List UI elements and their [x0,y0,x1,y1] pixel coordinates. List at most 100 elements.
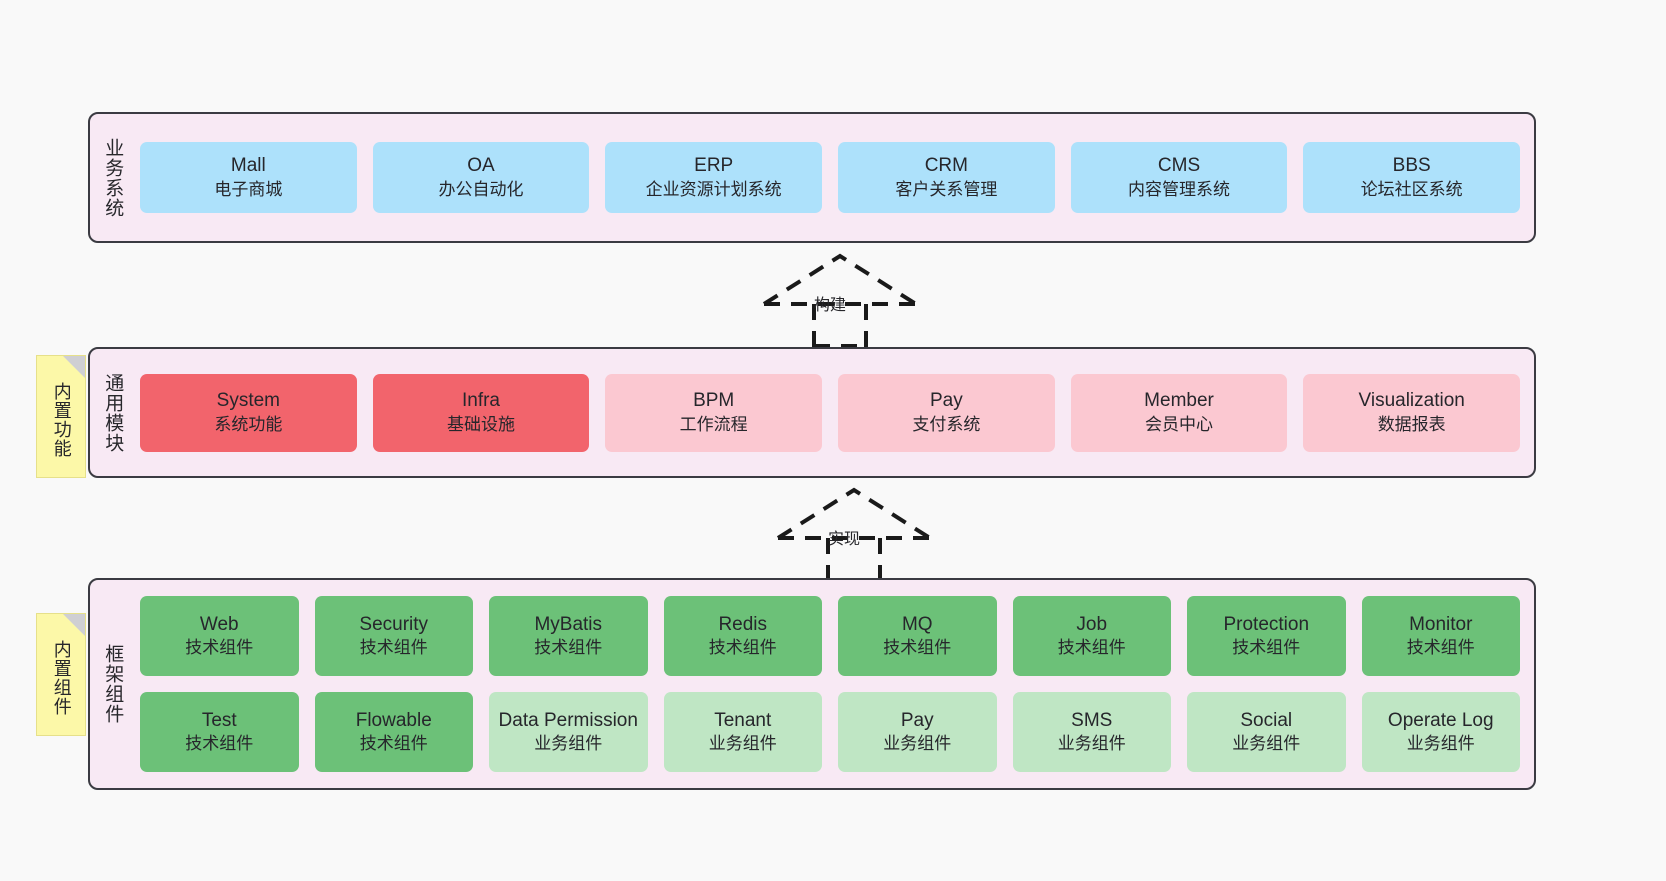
node-operate-log-desc: 业务组件 [1406,734,1475,754]
framework-components-row-business: Test 技术组件 Flowable 技术组件 Data Permission … [140,692,1520,772]
node-redis-name: Redis [718,613,768,635]
node-flowable[interactable]: Flowable 技术组件 [314,692,473,772]
node-infra-desc: 基础设施 [447,414,515,434]
node-test-desc: 技术组件 [185,734,254,754]
node-cms[interactable]: CMS 内容管理系统 [1070,142,1288,213]
node-crm-desc: 客户关系管理 [895,179,998,199]
node-social-name: Social [1240,709,1293,731]
layer-framework-components: 框架组件 Web 技术组件 Security 技术组件 MyBatis 技术组件… [88,578,1536,790]
node-operate-log-name: Operate Log [1387,709,1494,731]
node-social[interactable]: Social 业务组件 [1187,692,1346,772]
generalization-arrow-build: 构建 [752,252,928,348]
node-infra[interactable]: Infra 基础设施 [372,373,590,452]
node-oa-desc: 办公自动化 [438,179,524,199]
note-builtin-functions-label: 内置功能 [51,381,72,458]
node-mall-name: Mall [230,155,266,177]
node-sms-name: SMS [1071,709,1113,731]
node-mybatis-name: MyBatis [534,613,603,635]
node-flowable-name: Flowable [355,709,432,731]
node-infra-name: Infra [461,390,501,412]
node-bbs-name: BBS [1392,155,1431,177]
node-redis-desc: 技术组件 [708,638,777,658]
node-visualization-name: Visualization [1358,390,1465,412]
layer-business-systems-body: Mall 电子商城 OA 办公自动化 ERP 企业资源计划系统 CRM 客户关系… [134,114,1534,241]
node-redis[interactable]: Redis 技术组件 [663,596,822,676]
node-protection-desc: 技术组件 [1232,638,1301,658]
node-cms-desc: 内容管理系统 [1128,179,1231,199]
node-test[interactable]: Test 技术组件 [140,692,299,772]
node-security-desc: 技术组件 [359,638,428,658]
node-visualization[interactable]: Visualization 数据报表 [1303,373,1521,452]
note-builtin-components: 内置组件 [36,613,86,736]
node-bpm-name: BPM [693,390,735,412]
node-pay-module-name: Pay [929,390,963,412]
node-member[interactable]: Member 会员中心 [1070,373,1288,452]
node-security[interactable]: Security 技术组件 [314,596,473,676]
node-monitor[interactable]: Monitor 技术组件 [1361,596,1520,676]
node-erp-desc: 企业资源计划系统 [645,179,782,199]
node-mall[interactable]: Mall 电子商城 [140,142,357,213]
generalization-arrow-build-glyph [762,253,918,348]
node-tenant-desc: 业务组件 [708,734,777,754]
node-security-name: Security [359,613,429,635]
node-pay-module[interactable]: Pay 支付系统 [838,373,1055,452]
node-member-desc: 会员中心 [1145,414,1214,434]
node-web[interactable]: Web 技术组件 [140,596,299,676]
node-mq[interactable]: MQ 技术组件 [838,596,997,676]
node-pay-component-name: Pay [900,709,934,731]
node-sms-desc: 业务组件 [1057,734,1126,754]
node-data-permission[interactable]: Data Permission 业务组件 [489,692,648,772]
node-system[interactable]: System 系统功能 [140,373,357,452]
node-bbs[interactable]: BBS 论坛社区系统 [1303,142,1521,213]
node-mall-desc: 电子商城 [214,179,283,199]
node-monitor-desc: 技术组件 [1406,638,1475,658]
node-oa[interactable]: OA 办公自动化 [372,142,590,213]
node-oa-name: OA [467,155,495,177]
arrow-implement-label: 实现 [828,531,861,548]
layer-business-systems-title: 业务系统 [102,137,124,218]
node-bpm-desc: 工作流程 [679,414,748,434]
node-crm-name: CRM [924,155,968,177]
node-mq-desc: 技术组件 [883,638,952,658]
node-social-desc: 业务组件 [1232,734,1301,754]
node-job[interactable]: Job 技术组件 [1012,596,1171,676]
node-system-desc: 系统功能 [214,414,283,434]
generalization-arrow-implement: 实现 [766,486,942,586]
layer-framework-components-body: Web 技术组件 Security 技术组件 MyBatis 技术组件 Redi… [134,580,1534,788]
node-job-desc: 技术组件 [1057,638,1126,658]
node-mq-name: MQ [901,613,933,635]
node-data-permission-name: Data Permission [498,709,638,731]
note-builtin-functions: 内置功能 [36,355,86,478]
node-visualization-desc: 数据报表 [1377,414,1446,434]
node-bpm[interactable]: BPM 工作流程 [605,373,823,452]
node-protection[interactable]: Protection 技术组件 [1187,596,1346,676]
node-erp-name: ERP [694,155,734,177]
business-systems-row: Mall 电子商城 OA 办公自动化 ERP 企业资源计划系统 CRM 客户关系… [140,142,1521,213]
node-sms[interactable]: SMS 业务组件 [1012,692,1171,772]
layer-common-modules: 通用模块 System 系统功能 Infra 基础设施 BPM 工作流程 Pay… [88,347,1536,478]
layer-common-modules-title: 通用模块 [102,372,124,453]
node-pay-component[interactable]: Pay 业务组件 [838,692,997,772]
note-builtin-components-label: 内置组件 [51,639,72,716]
node-web-name: Web [199,613,239,635]
node-test-name: Test [201,709,237,731]
node-bbs-desc: 论坛社区系统 [1360,179,1463,199]
node-web-desc: 技术组件 [185,638,254,658]
node-data-permission-desc: 业务组件 [534,734,603,754]
node-protection-name: Protection [1223,613,1310,635]
node-erp[interactable]: ERP 企业资源计划系统 [605,142,823,213]
node-system-name: System [216,390,281,412]
node-member-name: Member [1144,390,1214,412]
node-operate-log[interactable]: Operate Log 业务组件 [1361,692,1520,772]
node-job-name: Job [1076,613,1108,635]
node-tenant-name: Tenant [714,709,772,731]
arrow-build-label: 构建 [814,297,847,314]
layer-business-systems: 业务系统 Mall 电子商城 OA 办公自动化 ERP 企业资源计划系统 CRM… [88,112,1536,243]
node-crm[interactable]: CRM 客户关系管理 [838,142,1055,213]
node-pay-module-desc: 支付系统 [912,414,981,434]
node-tenant[interactable]: Tenant 业务组件 [663,692,822,772]
framework-components-row-technical: Web 技术组件 Security 技术组件 MyBatis 技术组件 Redi… [140,596,1520,676]
node-cms-name: CMS [1157,155,1201,177]
node-mybatis[interactable]: MyBatis 技术组件 [489,596,648,676]
